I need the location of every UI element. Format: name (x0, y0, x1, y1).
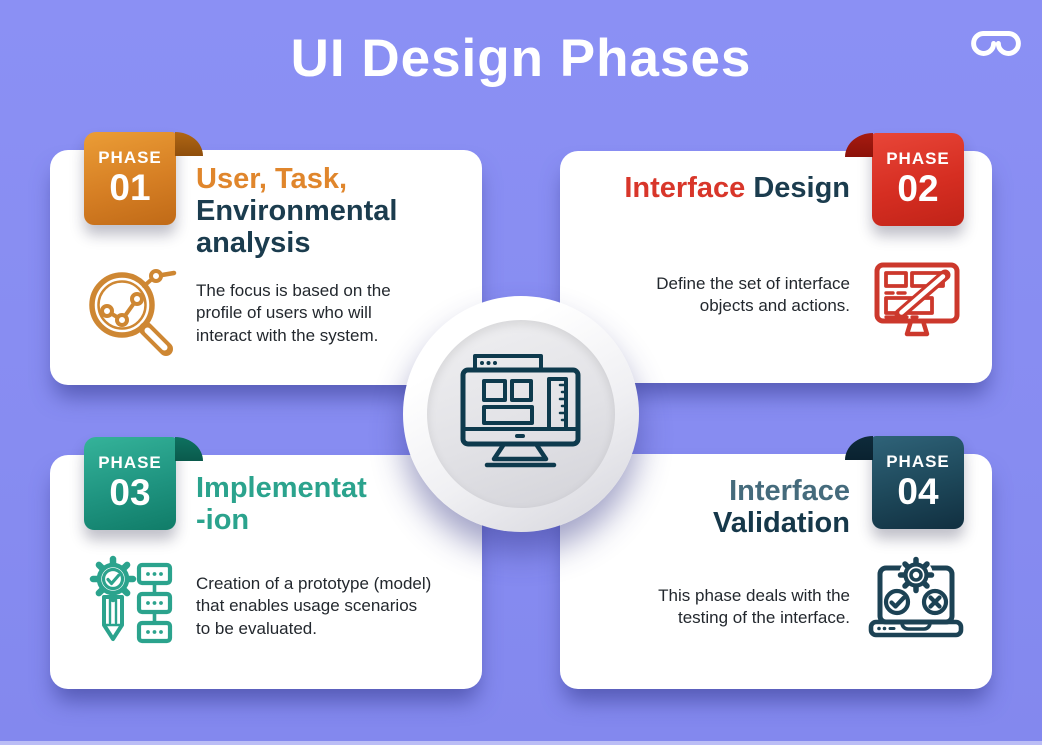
phase-3-description: Creation of a prototype (model) that ena… (196, 574, 432, 638)
phase-1-heading-main: Environmental analysis (196, 194, 398, 259)
phase-badge-number: 03 (109, 472, 151, 513)
phase-1-description: The focus is based on the profile of use… (196, 281, 391, 345)
phase-3-heading: Implementat -ion (196, 472, 456, 537)
monitor-sketch-pencil-icon (873, 261, 961, 350)
phase-3-heading-accent: Implementat (196, 472, 367, 504)
phase-1-badge: PHASE 01 (84, 132, 203, 225)
phase-4-heading-accent: Interface (729, 475, 850, 507)
phase-card-1: PHASE 01 User, Task, Environmental analy… (50, 132, 482, 385)
phase-card-4: PHASE 04 Interface Validation (560, 436, 992, 689)
phase-4-heading-main: Validation (713, 506, 850, 539)
center-medallion (403, 296, 639, 532)
page-title: UI Design Phases (290, 29, 752, 88)
geeksforgeeks-logo-icon (968, 22, 1024, 60)
phase-card-3: PHASE 03 Implementat -ion (50, 437, 482, 689)
phase-2-heading: Interface Design (624, 172, 850, 205)
phase-badge-label: PHASE (886, 149, 950, 168)
phase-badge-label: PHASE (886, 452, 950, 471)
phase-1-heading-accent: User, Task, (196, 163, 348, 195)
phase-card-2: PHASE 02 Interface Design (560, 133, 992, 383)
bottom-edge-highlight (0, 741, 1042, 745)
monitor-wireframe-icon (460, 353, 582, 476)
phase-badge-number: 01 (109, 167, 151, 208)
laptop-test-check-icon (868, 556, 964, 651)
phase-4-badge: PHASE 04 (845, 436, 964, 529)
phase-3-heading-main: -ion (196, 503, 250, 536)
phase-badge-number: 02 (897, 168, 939, 209)
phase-badge-number: 04 (897, 471, 939, 512)
phase-badge-label: PHASE (98, 453, 162, 472)
phase-4-heading: Interface Validation (713, 475, 850, 540)
phase-badge-label: PHASE (98, 148, 162, 167)
center-medallion-inner (427, 320, 615, 508)
phase-1-heading: User, Task, Environmental analysis (196, 163, 446, 260)
phase-3-badge: PHASE 03 (84, 437, 203, 530)
phase-4-description: This phase deals with the testing of the… (658, 586, 850, 628)
phase-2-heading-main: Design (753, 172, 850, 204)
phase-2-heading-accent: Interface (624, 172, 746, 204)
phase-2-badge: PHASE 02 (845, 133, 964, 226)
phase-2-description: Define the set of interface objects and … (656, 274, 850, 316)
gear-pencil-flowchart-icon (83, 553, 183, 658)
magnifier-analytics-icon (83, 262, 177, 361)
